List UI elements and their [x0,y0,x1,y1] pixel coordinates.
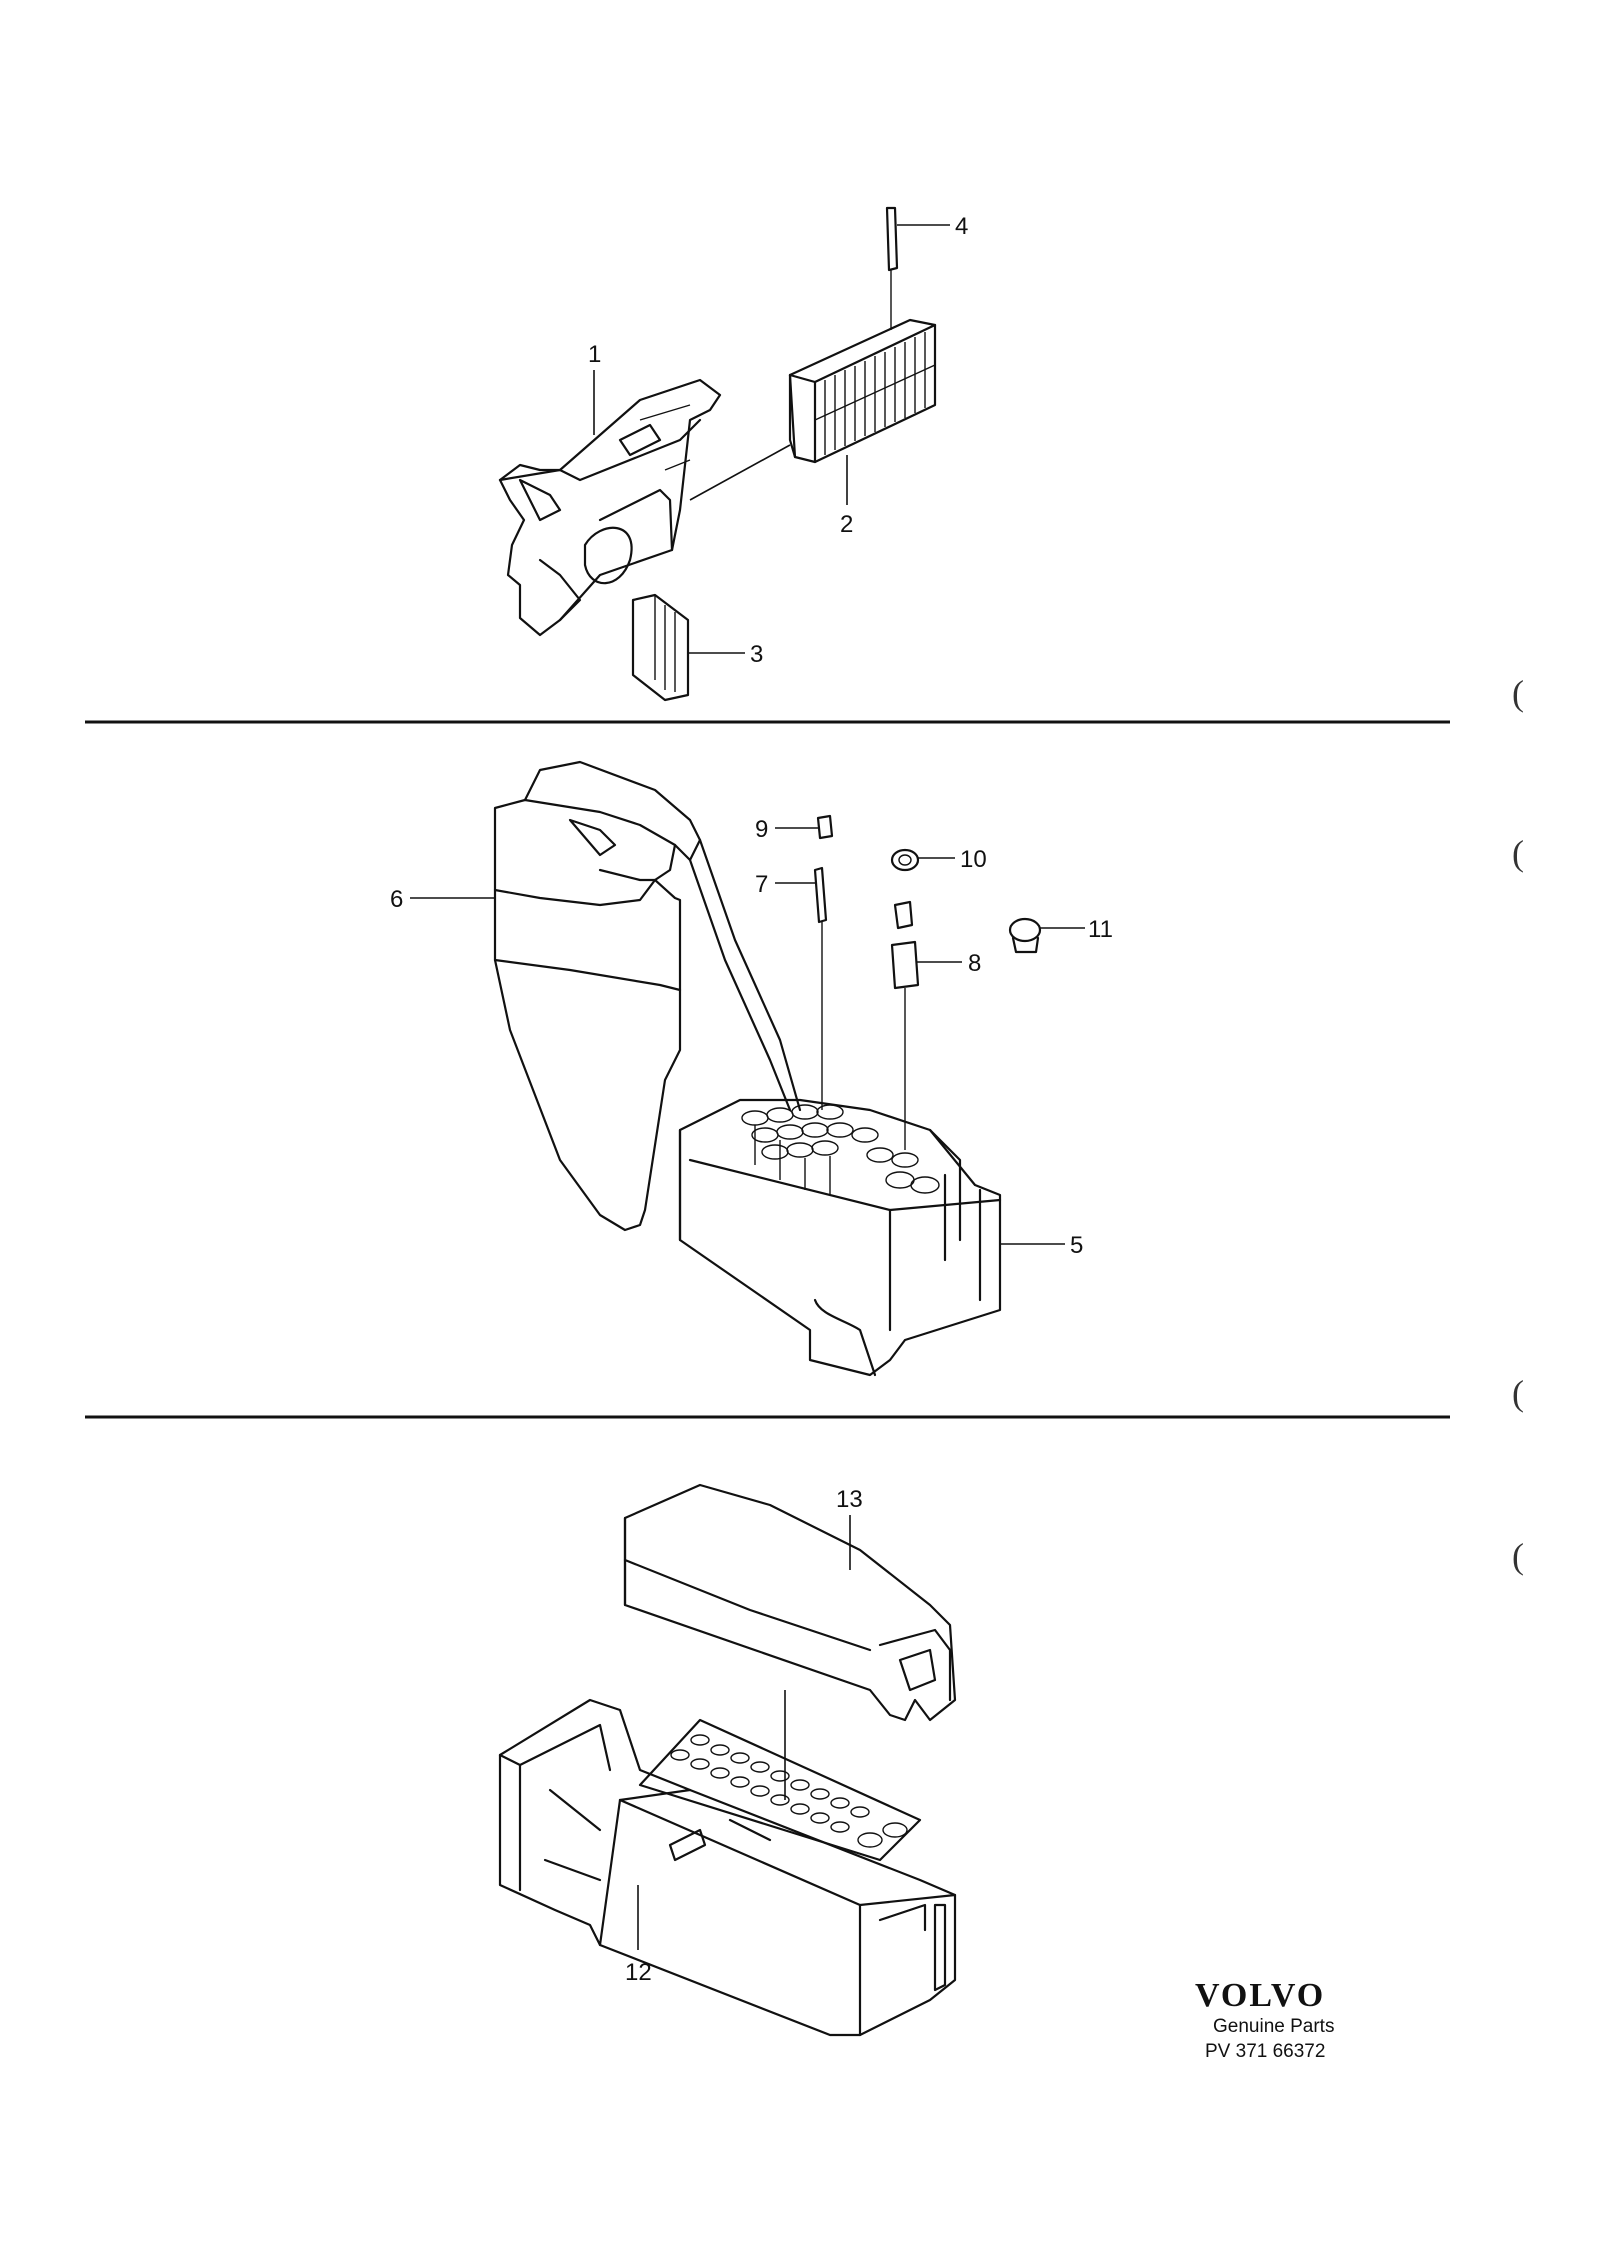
callout-8: 8 [968,950,981,977]
margin-marks: ( ( ( ( [1512,673,1524,1576]
callout-9: 9 [755,816,768,843]
part-2-connector-block [788,318,937,464]
section-1-leaders [593,224,950,654]
part-3-clip [631,593,690,702]
part-8-terminal [890,900,920,1150]
callout-2: 2 [840,511,853,538]
callout-7: 7 [755,871,768,898]
part-7-terminal [813,866,828,1110]
part-10-grommet [890,848,920,872]
callout-13: 13 [836,1486,863,1513]
callout-12: 12 [625,1959,652,1986]
callout-5: 5 [1070,1232,1083,1259]
part-number-label: PV 371 66372 [1205,2041,1325,2062]
genuine-parts-label: Genuine Parts [1213,2016,1334,2037]
callout-11: 11 [1088,916,1113,943]
base-cavities [670,1734,908,1848]
box-cavities [741,1104,940,1195]
section-3-leaders [637,1515,851,1950]
part-13-lid [623,1483,957,1722]
part-11-plug [1008,917,1042,954]
callout-10: 10 [960,846,987,873]
part-12-base [498,1698,957,2037]
footer-logo: VOLVO Genuine Parts PV 371 66372 [1195,1977,1334,2062]
part-4-terminal [885,206,899,330]
margin-mark: ( [1512,673,1524,713]
section-3: 13 12 [498,1483,957,2037]
callout-4: 4 [955,213,968,240]
part-6-cover [493,760,802,1232]
callout-6: 6 [390,886,403,913]
section-2-leaders [410,827,1085,1245]
part-5-box [678,1098,1002,1377]
section-1: 1 2 3 4 [498,206,968,702]
callout-3: 3 [750,641,763,668]
callout-1: 1 [588,341,601,368]
part-9-seal [816,814,834,840]
margin-mark: ( [1512,1373,1524,1413]
brand-logo: VOLVO [1195,1977,1325,2014]
margin-mark: ( [1512,1536,1524,1576]
margin-mark: ( [1512,833,1524,873]
part-1-bracket [498,378,722,637]
section-2: 9 7 10 8 11 6 5 [390,760,1113,1377]
